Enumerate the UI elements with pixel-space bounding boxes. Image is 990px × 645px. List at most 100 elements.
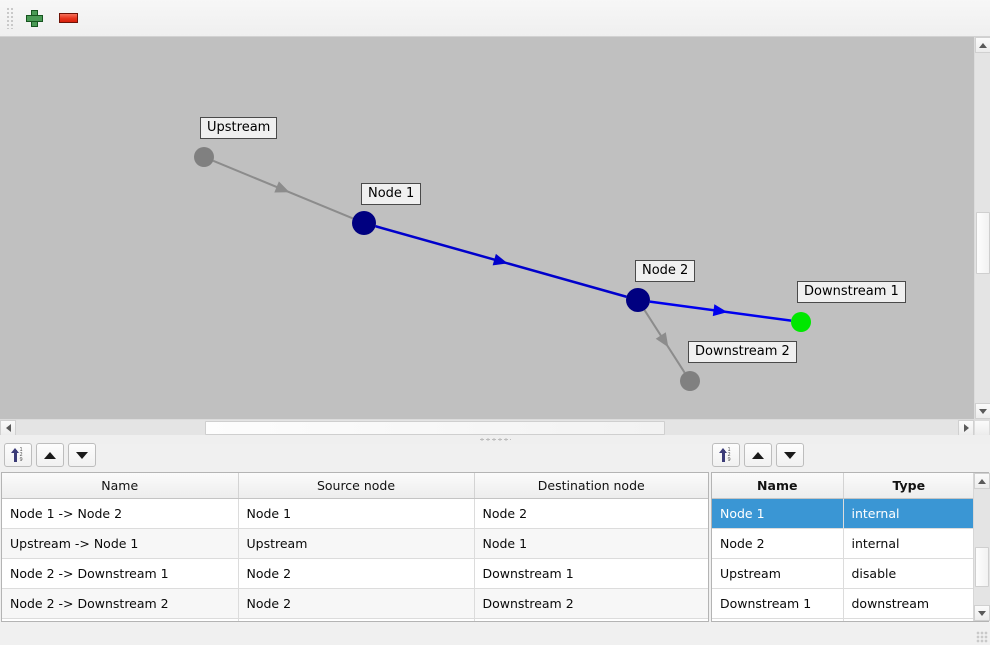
nodes-vertical-scrollbar[interactable] — [973, 473, 990, 621]
graph-node-label-node2[interactable]: Node 2 — [635, 260, 696, 282]
edge-arrow-node2-downstream2 — [655, 332, 669, 348]
nodes-vscroll-thumb[interactable] — [975, 547, 989, 587]
connection-source[interactable]: Node 2 — [238, 558, 475, 589]
scroll-right-icon — [963, 424, 969, 432]
node-type[interactable]: downstream — [843, 588, 974, 619]
scroll-left-icon — [5, 424, 11, 432]
edge-arrow-upstream-node1 — [274, 181, 290, 193]
edge-arrow-node2-downstream1 — [712, 304, 728, 317]
connection-source[interactable]: Node 1 — [238, 498, 475, 529]
scroll-down-button[interactable] — [975, 403, 990, 419]
node-name[interactable]: Upstream — [712, 558, 844, 589]
column-header-node-type[interactable]: Type — [843, 473, 974, 499]
scroll-up-button[interactable] — [975, 37, 990, 53]
scroll-corner — [974, 420, 990, 436]
node-name[interactable]: Node 1 — [712, 498, 844, 529]
column-header-destination-node[interactable]: Destination node — [474, 473, 708, 499]
triangle-up-icon — [44, 451, 56, 459]
add-button[interactable] — [18, 3, 50, 33]
move-node-down-button[interactable] — [776, 443, 804, 467]
connection-source[interactable]: Upstream — [238, 528, 475, 559]
empty-cell — [238, 618, 475, 621]
connection-name[interactable]: Node 2 -> Downstream 1 — [2, 558, 239, 589]
minus-icon — [58, 13, 78, 23]
scroll-down-icon — [978, 610, 986, 616]
move-node-up-button[interactable] — [744, 443, 772, 467]
toolbar-grip[interactable] — [2, 5, 16, 31]
column-header-node-name[interactable]: Name — [712, 473, 844, 499]
connection-name[interactable]: Node 2 -> Downstream 2 — [2, 588, 239, 619]
scroll-up-icon — [979, 42, 987, 48]
scroll-up-icon — [978, 478, 986, 484]
connections-table-header: Name Source node Destination node — [2, 473, 708, 499]
canvas-vertical-scrollbar[interactable] — [974, 37, 990, 419]
connection-destination[interactable]: Node 1 — [474, 528, 708, 559]
graph-node-downstream1[interactable] — [791, 312, 811, 332]
node-type[interactable]: internal — [843, 528, 974, 559]
window-size-grip[interactable] — [976, 631, 988, 643]
scroll-down-icon — [979, 408, 987, 414]
triangle-down-icon — [784, 451, 796, 459]
graph-node-node1[interactable] — [352, 211, 376, 235]
connection-destination[interactable]: Node 2 — [474, 498, 708, 529]
connection-source[interactable]: Node 2 — [238, 588, 475, 619]
connection-destination[interactable]: Downstream 1 — [474, 558, 708, 589]
graph-node-label-node1[interactable]: Node 1 — [361, 183, 422, 205]
connection-destination[interactable]: Downstream 2 — [474, 588, 708, 619]
graph-node-label-downstream1[interactable]: Downstream 1 — [797, 281, 906, 303]
move-connection-up-button[interactable] — [36, 443, 64, 467]
horizontal-splitter[interactable] — [0, 435, 990, 444]
hscroll-thumb[interactable] — [205, 421, 665, 435]
nodes-scroll-up-button[interactable] — [974, 473, 990, 489]
graph-node-upstream[interactable] — [194, 147, 214, 167]
remove-button[interactable] — [52, 3, 84, 33]
triangle-down-icon — [76, 451, 88, 459]
graph-node-node2[interactable] — [626, 288, 650, 312]
graph-node-label-downstream2[interactable]: Downstream 2 — [688, 341, 797, 363]
node-name[interactable]: Downstream 1 — [712, 588, 844, 619]
connection-name[interactable]: Upstream -> Node 1 — [2, 528, 239, 559]
graph-node-downstream2[interactable] — [680, 371, 700, 391]
move-connection-down-button[interactable] — [68, 443, 96, 467]
scroll-right-button[interactable] — [958, 420, 974, 436]
main-toolbar — [0, 0, 990, 37]
nodes-table-empty-space — [712, 618, 974, 621]
graph-edges — [194, 147, 811, 391]
node-type[interactable]: internal — [843, 498, 974, 529]
node-type[interactable]: disable — [843, 558, 974, 589]
nodes-table-header: Name Type — [712, 473, 974, 499]
graph-node-label-upstream[interactable]: Upstream — [200, 117, 278, 139]
connections-table-empty-space — [2, 618, 708, 621]
connections-table[interactable]: Name Source node Destination node Node 1… — [1, 472, 709, 622]
canvas-horizontal-scrollbar[interactable] — [0, 419, 990, 436]
column-header-source-node[interactable]: Source node — [238, 473, 475, 499]
vscroll-thumb[interactable] — [976, 212, 990, 274]
scroll-left-button[interactable] — [0, 420, 16, 436]
empty-cell — [712, 618, 844, 621]
empty-cell — [474, 618, 708, 621]
node-name[interactable]: Node 2 — [712, 528, 844, 559]
column-header-name[interactable]: Name — [2, 473, 239, 499]
edge-arrow-node1-node2 — [492, 253, 508, 266]
empty-cell — [843, 618, 974, 621]
connection-name[interactable]: Node 1 -> Node 2 — [2, 498, 239, 529]
nodes-scroll-down-button[interactable] — [974, 605, 990, 621]
